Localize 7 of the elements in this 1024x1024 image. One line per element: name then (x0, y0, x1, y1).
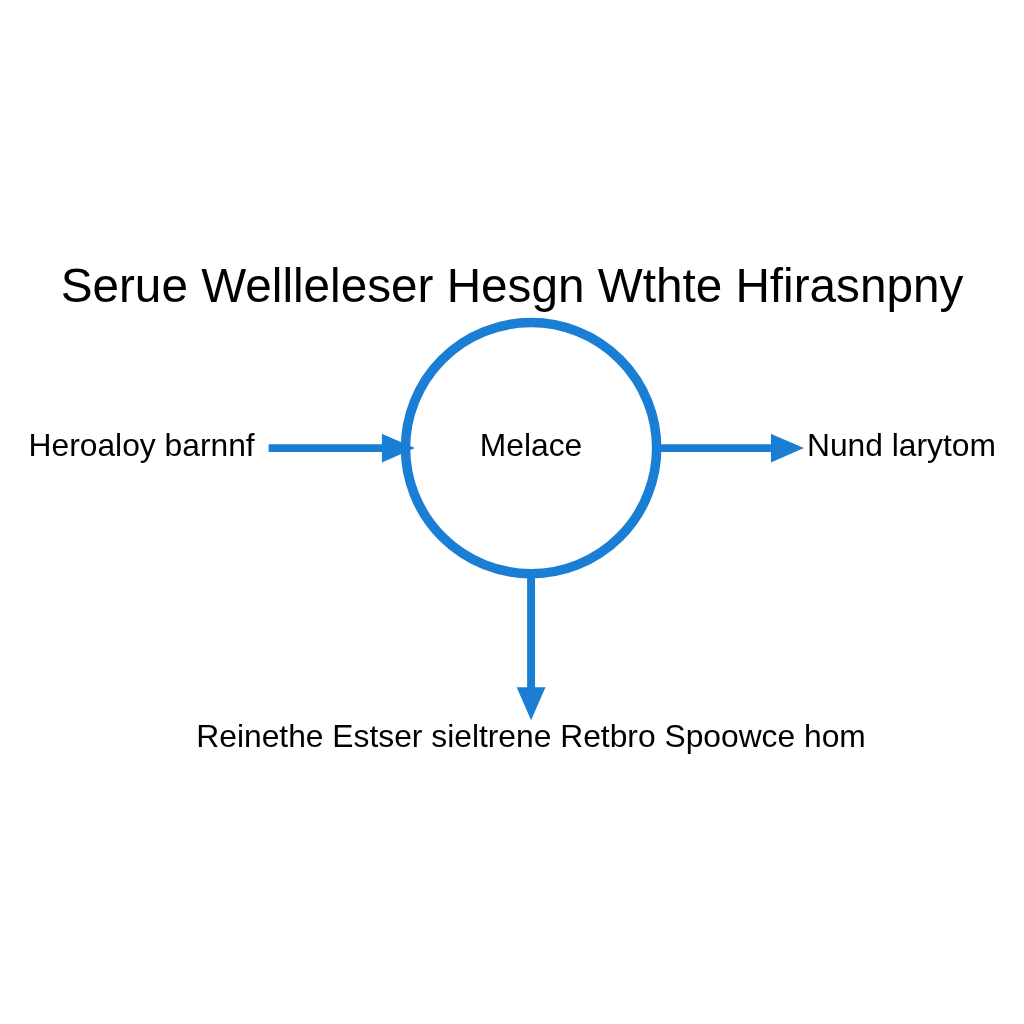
node-text: Reinethe Estser sieltrene Retbro Spoowce hom (196, 717, 866, 754)
node-circle: Melace (400, 317, 662, 578)
node-text: Nund larytom (806, 426, 996, 463)
diagram-title: Serue Wellleleser Hesgn Wthte Hfirasnpny (60, 258, 964, 312)
arrow (656, 433, 804, 463)
arrow (516, 573, 546, 720)
node-text: Heroaloy barnnf (28, 426, 255, 463)
